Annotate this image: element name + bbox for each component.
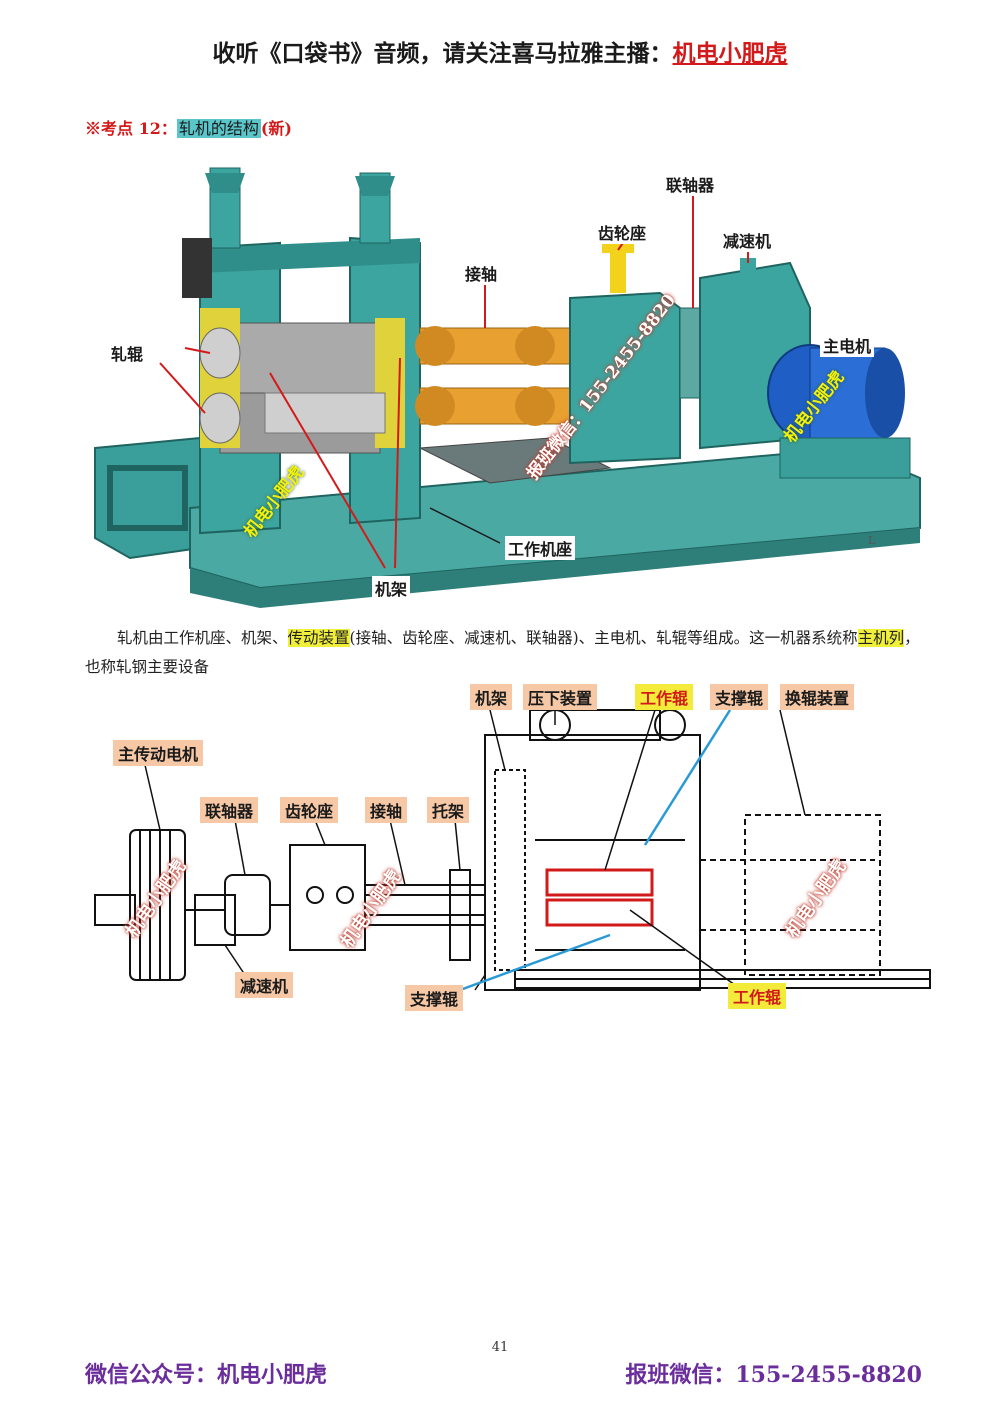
footer-right: 报班微信：155-2455-8820 [625,1362,922,1388]
label-gongzuojizuo: 工作机座 [505,536,576,560]
diagram-label-yaxia: 压下装置 [523,684,598,710]
para-highlight-2: 主机列 [857,629,905,647]
label-jijia: 机架 [372,576,411,600]
diagram-label-gongzuogun-bottom: 工作辊 [728,983,787,1009]
kaodian-topic: 轧机的结构 [176,119,261,138]
corner-mark: L [868,534,876,547]
header-prefix: 收听《口袋书》音频，请关注喜马拉雅主播： [212,40,673,67]
label-zhudianji: 主电机 [820,333,875,357]
para-part-1: 轧机由工作机座、机架、 [117,629,288,647]
diagram-label-zhuchuandong: 主传动电机 [113,740,204,766]
label-lianzhouqi: 联轴器 [663,172,718,196]
page-header: 收听《口袋书》音频，请关注喜马拉雅主播：机电小肥虎 [0,34,1000,68]
kaodian-tag: (新) [260,119,293,138]
footer-left: 微信公众号：机电小肥虎 [85,1362,328,1388]
label-zhagun: 轧辊 [108,341,147,365]
rolling-mill-illustration [94,167,921,608]
diagram-label-tuojia: 托架 [427,797,470,823]
rolling-mill-photo: 轧辊 接轴 齿轮座 联轴器 减速机 主电机 工作机座 机架 机电小肥虎 机电小肥… [90,148,930,618]
header-brand: 机电小肥虎 [672,40,788,67]
para-highlight-1: 传动装置 [287,629,350,647]
para-part-2: (接轴、齿轮座、减速机、联轴器)、主电机、轧辊等组成。这一机器系统称 [349,629,858,647]
diagram-label-zhichenggun-bottom: 支撑辊 [405,985,464,1011]
label-jiansuji: 减速机 [720,228,775,252]
diagram-label-jijia: 机架 [470,684,513,710]
page-number: 41 [491,1340,509,1355]
para-part-3: ，也称轧钢主要设备 [85,629,920,676]
kaodian-title: ※考点 12：轧机的结构(新) [85,115,292,139]
diagram-label-huangun: 换辊装置 [780,684,855,710]
diagram-label-lianzhouqi: 联轴器 [200,797,259,823]
diagram-label-jiezhou: 接轴 [365,797,408,823]
label-jiezhou: 接轴 [462,261,501,285]
mill-schematic [94,709,931,992]
diagram-label-zhichenggun-top: 支撑辊 [710,684,769,710]
kaodian-prefix: ※考点 12： [85,119,177,138]
description-paragraph: 轧机由工作机座、机架、传动装置(接轴、齿轮座、减速机、联轴器)、主电机、轧辊等组… [85,624,920,682]
label-chilunzuo: 齿轮座 [595,220,650,244]
diagram-label-gongzuogun-top: 工作辊 [635,684,694,710]
diagram-label-jiansuji: 减速机 [235,972,294,998]
mill-line-diagram: 机架 压下装置 工作辊 支撑辊 换辊装置 主传动电机 联轴器 齿轮座 接轴 托架… [85,680,935,1020]
diagram-label-chilunzuo: 齿轮座 [280,797,339,823]
